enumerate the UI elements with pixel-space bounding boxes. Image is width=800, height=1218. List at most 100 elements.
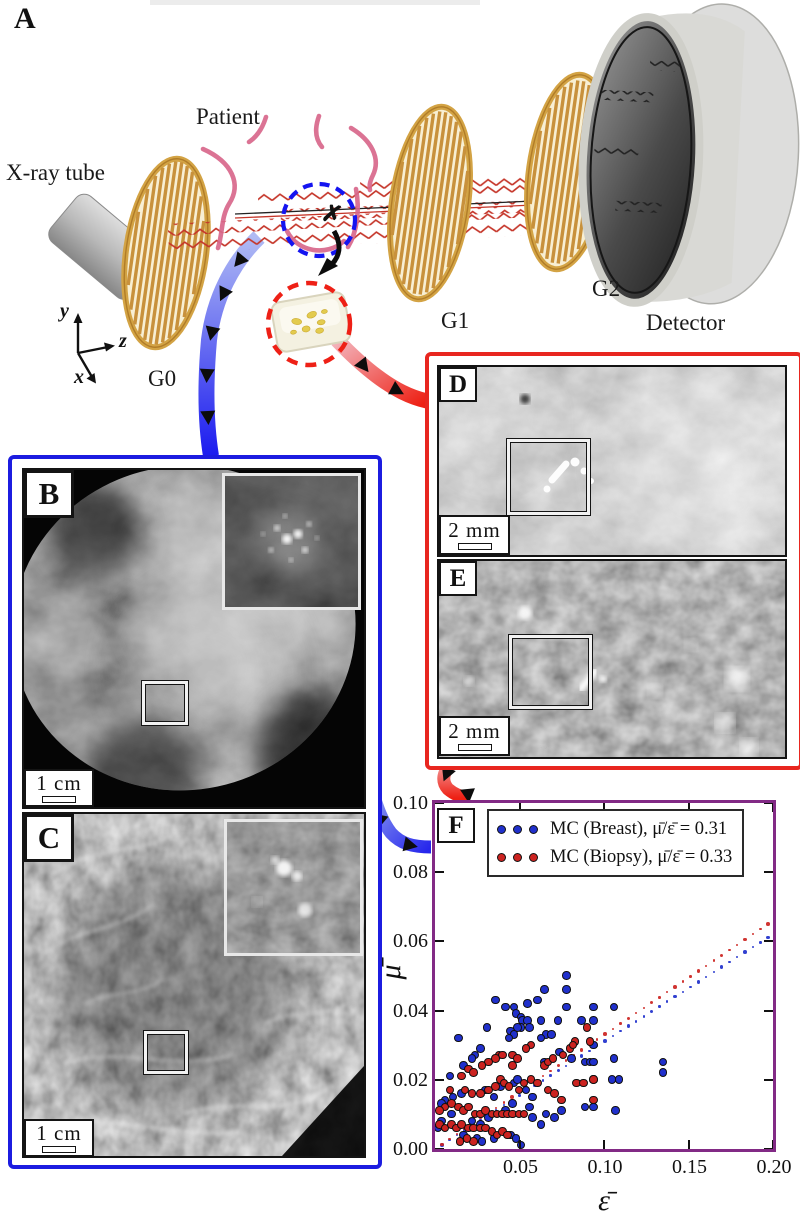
- data-point-breast: [454, 1033, 463, 1043]
- data-point-biopsy: [477, 1061, 487, 1070]
- panel-c-letter: C: [37, 820, 61, 855]
- y-tick-mark: [435, 940, 444, 943]
- data-point-biopsy: [568, 1040, 578, 1050]
- trend-line-dot: [479, 1118, 482, 1122]
- trend-line-dot: [564, 1059, 568, 1062]
- y-axis-label: μ̄: [374, 964, 407, 980]
- y-tick-label: 0.02: [393, 1068, 428, 1091]
- legend-label: MC (Biopsy), μ̄/ε̄ = 0.33: [550, 846, 733, 867]
- x-tick-mark: [603, 1140, 605, 1149]
- trend-line-dot: [634, 1011, 638, 1015]
- trend-line-dot: [689, 985, 692, 988]
- trend-line-dot: [712, 970, 715, 974]
- data-point-breast: [467, 1054, 477, 1063]
- trend-line-dot: [658, 1005, 661, 1008]
- trend-line-dot: [564, 1064, 568, 1067]
- data-point-breast: [501, 1002, 510, 1012]
- panel-e-scalebar: 2 mm: [439, 716, 510, 756]
- data-point-biopsy: [445, 1085, 455, 1095]
- y-tick-mark-right: [764, 871, 773, 874]
- y-tick-mark-right: [764, 1148, 773, 1149]
- trend-line-dot: [759, 927, 762, 931]
- trend-line-dot: [509, 1095, 514, 1099]
- panel-b-inset-magnified: [222, 473, 361, 610]
- y-tick-mark-right: [764, 803, 773, 804]
- trend-line-dot: [556, 1068, 561, 1073]
- legend-label: MC (Breast), μ̄/ε̄ = 0.31: [550, 818, 728, 839]
- panel-d-letter: D: [448, 370, 468, 398]
- data-point-breast: [562, 1002, 571, 1012]
- trend-line-dot: [549, 1074, 552, 1077]
- trend-line-dot: [619, 1030, 622, 1033]
- data-point-biopsy: [491, 1082, 500, 1091]
- data-point-breast: [508, 1099, 517, 1108]
- legend-row: MC (Biopsy), μ̄/ε̄ = 0.33: [497, 843, 732, 871]
- x-tick-mark-top: [772, 803, 773, 812]
- panel-b-letter: B: [38, 476, 60, 511]
- biopsy-absorption-image: D 2 mm: [437, 365, 787, 557]
- data-point-breast: [482, 1023, 492, 1032]
- panel-e-tag: E: [439, 561, 477, 596]
- data-point-biopsy: [514, 1085, 524, 1095]
- x-tick-mark: [772, 1140, 773, 1149]
- panel-d-scale-bar: [457, 543, 492, 550]
- trend-line-dot: [611, 1027, 614, 1031]
- detector-label: Detector: [646, 310, 726, 335]
- panel-c-inset-texture: [227, 822, 360, 953]
- trend-line-dot: [541, 1075, 544, 1078]
- data-point-breast: [562, 985, 571, 994]
- trend-line-dot: [642, 1006, 646, 1010]
- data-point-biopsy: [503, 1130, 512, 1140]
- y-tick-label: 0.10: [393, 792, 428, 814]
- trend-line-dot: [743, 950, 747, 955]
- trend-line-dot: [579, 1048, 584, 1052]
- y-tick-mark-right: [764, 1009, 773, 1012]
- panel-b-scale-bar: [42, 796, 76, 803]
- data-point-breast: [516, 1140, 526, 1149]
- trend-line-dot: [681, 990, 684, 993]
- trend-line-dot: [666, 990, 669, 994]
- data-point-breast: [553, 1016, 563, 1025]
- data-point-biopsy: [504, 1082, 514, 1091]
- data-point-breast: [614, 1075, 624, 1084]
- trend-line-dot: [766, 922, 771, 926]
- panel-b-scale-label: 1 cm: [36, 771, 82, 795]
- y-tick-mark: [435, 1009, 444, 1012]
- trend-line-dot: [502, 1101, 506, 1104]
- grating-g0-graphic: [118, 155, 214, 351]
- trend-line-dot: [588, 1049, 591, 1053]
- panel-d-scalebar: 2 mm: [439, 515, 510, 555]
- data-point-breast: [536, 1016, 546, 1025]
- y-tick-mark: [435, 803, 444, 804]
- y-tick-mark-right: [764, 940, 773, 943]
- x-tick-mark-top: [518, 803, 521, 812]
- data-point-biopsy: [582, 1023, 591, 1032]
- trend-line-dot: [751, 933, 754, 936]
- trend-line-dot: [736, 943, 739, 946]
- panel-c-scale-bar: [42, 1146, 76, 1153]
- patient-outline: [200, 113, 379, 253]
- panel-d-roi-box: [506, 438, 591, 516]
- axis-x-glyph: x: [74, 366, 84, 388]
- data-point-biopsy: [589, 1075, 598, 1084]
- y-tick-label: 0.04: [393, 999, 428, 1022]
- g2-label: G2: [592, 276, 621, 301]
- g1-label: G1: [441, 308, 470, 333]
- legend-marker-dot: [497, 824, 506, 834]
- trend-line-dot: [689, 975, 692, 978]
- x-tick-mark: [518, 1140, 521, 1149]
- panel-a-tag: A: [14, 2, 36, 35]
- data-point-breast: [489, 1092, 499, 1101]
- trend-line-dot: [649, 1009, 654, 1014]
- biopsy-flow-band: [331, 334, 429, 409]
- trend-line-dot: [439, 1142, 444, 1147]
- data-point-biopsy: [469, 1068, 478, 1077]
- data-point-breast: [491, 995, 500, 1005]
- breast-flow-band: [198, 231, 265, 458]
- data-point-biopsy: [521, 1044, 531, 1053]
- panel-e-scale-bar: [457, 744, 492, 751]
- panel-d-scale-label: 2 mm: [448, 518, 501, 542]
- trend-line-dot: [736, 956, 739, 959]
